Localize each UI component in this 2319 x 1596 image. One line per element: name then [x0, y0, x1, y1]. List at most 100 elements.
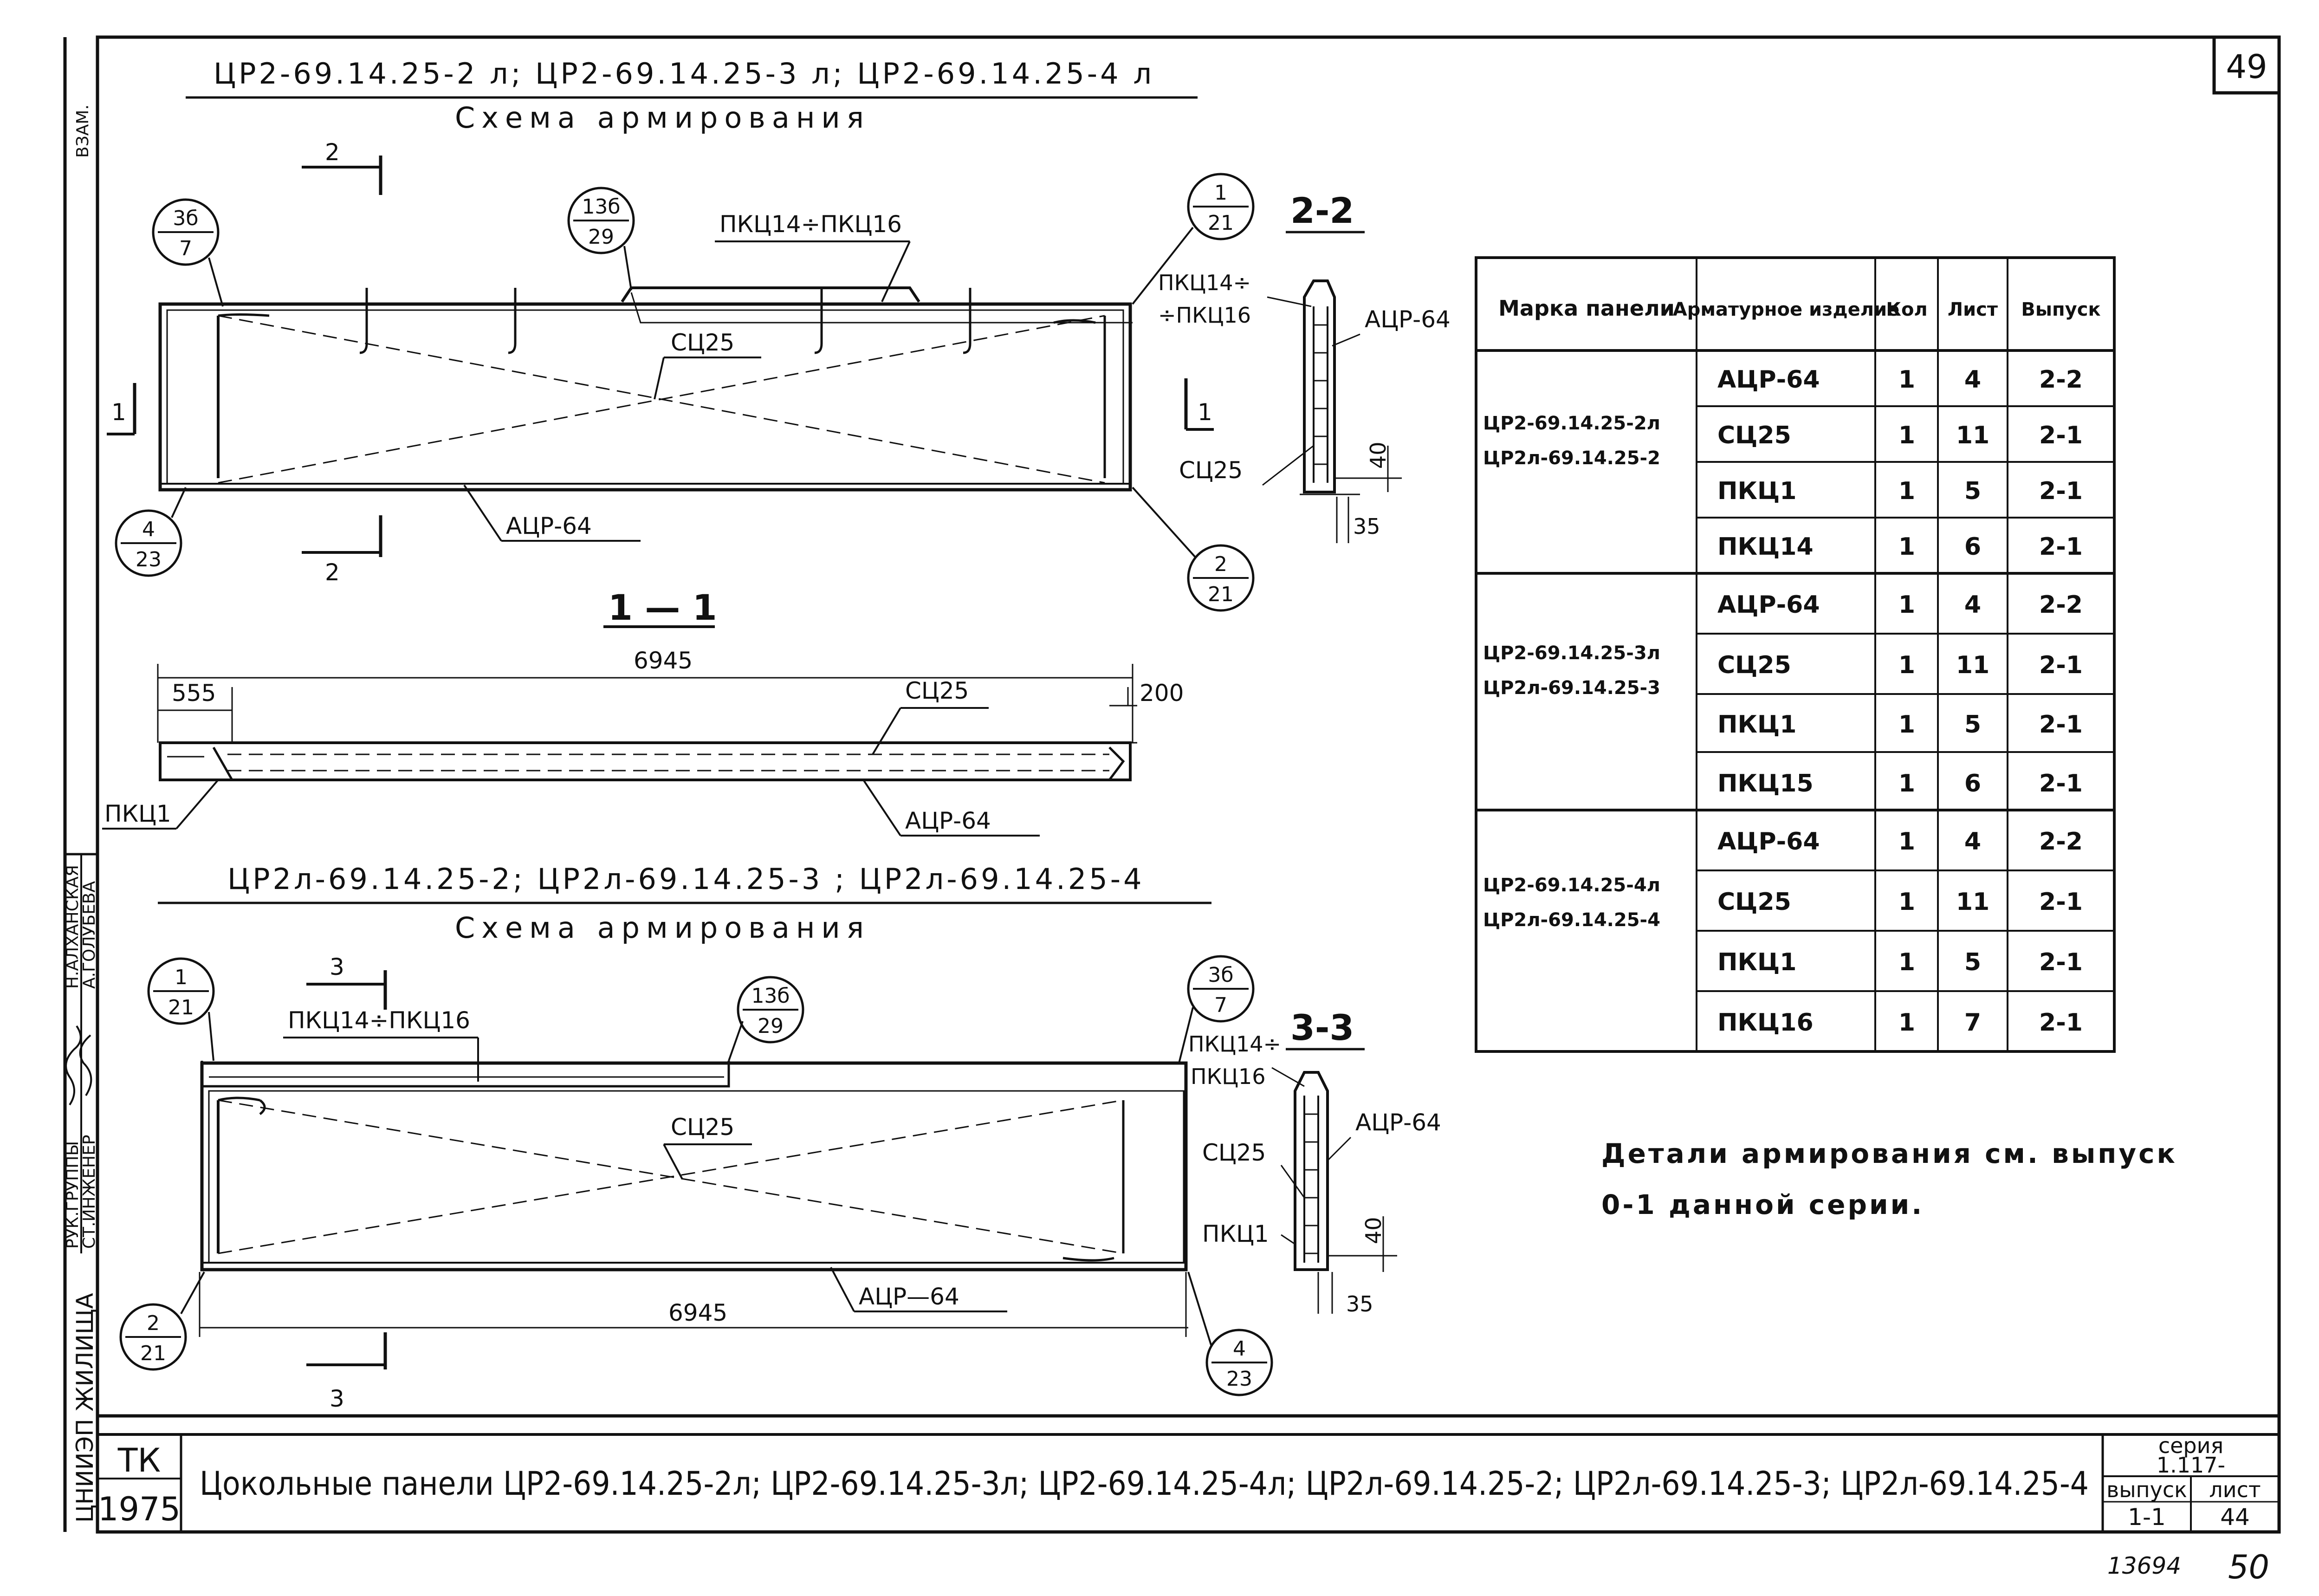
- svg-text:29: 29: [588, 225, 614, 249]
- table-cell: 2-1: [2039, 1009, 2083, 1037]
- table-cell: 2-1: [2039, 711, 2083, 739]
- table-cell: 1: [1898, 948, 1915, 976]
- top-pkc-range: ПКЦ14÷ПКЦ16: [719, 211, 902, 238]
- side-name1: Н.АЛХАНСКАЯ: [63, 865, 82, 989]
- table-cell: 1: [1898, 828, 1915, 856]
- table-cell: 2-1: [2039, 422, 2083, 449]
- table-mark: ЦР2-69.14.25-3л: [1483, 642, 1660, 664]
- svg-text:2: 2: [1214, 552, 1227, 576]
- svg-text:2: 2: [147, 1311, 160, 1335]
- bottom-section-pkc-b: ПКЦ16: [1191, 1064, 1266, 1089]
- bottom-dim-35: 35: [1346, 1291, 1373, 1317]
- page-number: 49: [2226, 48, 2267, 86]
- table-cell: 1: [1898, 533, 1915, 561]
- table-cell: АЦР-64: [1717, 591, 1820, 619]
- bottom-callout-4: 2 21: [119, 1272, 205, 1371]
- table-cell: 5: [1964, 477, 1981, 505]
- side-org: ЦНИИЭП ЖИЛИЩА: [71, 1293, 98, 1523]
- table-mark: ЦР2-69.14.25-4л: [1483, 875, 1660, 896]
- table-cell: 2-1: [2039, 888, 2083, 916]
- top-section-pkc-a: ПКЦ14÷: [1158, 270, 1251, 295]
- top-callout-1: 3б 7: [152, 198, 224, 307]
- svg-text:7: 7: [1214, 993, 1227, 1017]
- svg-text:2: 2: [325, 559, 340, 586]
- bottom-subtitle: Схема армирования: [455, 911, 870, 945]
- mid-panel-profile: [159, 741, 1132, 781]
- table-cell: АЦР-64: [1717, 828, 1820, 856]
- table-cell: 2-1: [2039, 651, 2083, 679]
- table-cell: 2-1: [2039, 770, 2083, 798]
- svg-text:13б: 13б: [582, 195, 620, 219]
- bottom-callout-2: 13б 29: [728, 976, 804, 1061]
- table-cell: ПКЦ1: [1717, 477, 1796, 505]
- cut-marker-2-top: 2: [302, 139, 382, 195]
- mid-sc25: СЦ25: [905, 677, 969, 704]
- sheet-frame: [63, 35, 2281, 1534]
- top-hooks: [218, 288, 1096, 354]
- table-cell: 4: [1964, 591, 1981, 619]
- section-3-3-profile: [1294, 1071, 1397, 1314]
- mid-dim-total: 6945: [634, 647, 693, 674]
- svg-text:3б: 3б: [1208, 963, 1233, 987]
- mid-dim-555: 555: [172, 680, 216, 707]
- bottom-section-pkc-a: ПКЦ14÷: [1188, 1032, 1281, 1057]
- side-role2: СТ.ИНЖЕНЕР: [80, 1135, 99, 1249]
- top-callout-5: 2 21: [1132, 487, 1255, 612]
- archive-code: 13694: [2107, 1552, 2181, 1579]
- table-mark: ЦР2-69.14.25-2л: [1483, 413, 1660, 434]
- table-cell: 4: [1964, 366, 1981, 394]
- bottom-callout-5: 4 23: [1187, 1272, 1273, 1396]
- table-cell: 1: [1898, 366, 1915, 394]
- table-mark: ЦР2л-69.14.25-4: [1483, 909, 1660, 931]
- table-cell: СЦ25: [1717, 651, 1791, 679]
- tb-year: 1975: [98, 1490, 181, 1528]
- svg-text:29: 29: [758, 1014, 784, 1038]
- tb-issue-value: 1-1: [2128, 1504, 2166, 1531]
- bottom-dimension: [199, 1272, 1188, 1337]
- tb-sheet-label: лист: [2209, 1477, 2261, 1502]
- cut-marker-1-right: 1: [1184, 378, 1214, 431]
- top-sc25: СЦ25: [671, 329, 734, 356]
- top-dim-40: 40: [1366, 441, 1391, 469]
- table-cell: 2-2: [2039, 591, 2083, 619]
- svg-text:23: 23: [1226, 1367, 1252, 1391]
- table-cell: АЦР-64: [1717, 366, 1820, 394]
- table-header-sheet: Лист: [1948, 299, 1998, 320]
- table-cell: 11: [1956, 651, 1989, 679]
- bottom-dim-total: 6945: [668, 1299, 727, 1326]
- table-mark: ЦР2л-69.14.25-3: [1483, 677, 1660, 699]
- bottom-dim-40: 40: [1361, 1217, 1386, 1244]
- table-header-qty: Кол: [1886, 299, 1927, 320]
- table-cell: ПКЦ16: [1717, 1009, 1814, 1037]
- svg-text:4: 4: [1233, 1337, 1246, 1361]
- table-cell: ПКЦ14: [1717, 533, 1814, 561]
- section-2-2-profile: [1300, 279, 1402, 543]
- side-margin-stamp: ЦНИИЭП ЖИЛИЩА РУК.ГРУППЫ СТ.ИНЖЕНЕР Н.АЛ…: [63, 104, 99, 1523]
- table-cell: 5: [1964, 948, 1981, 976]
- tb-issue-label: выпуск: [2106, 1477, 2187, 1502]
- side-stamp: ВЗАМ.: [73, 104, 92, 158]
- bottom-section-sc: СЦ25: [1202, 1139, 1266, 1166]
- svg-text:13б: 13б: [751, 984, 790, 1008]
- top-dim-35: 35: [1353, 514, 1380, 539]
- bottom-diagonals: [218, 1099, 1124, 1254]
- table-cell: 6: [1964, 770, 1981, 798]
- top-callout-3: 1 21: [1132, 173, 1255, 305]
- table-cell: 7: [1964, 1009, 1981, 1037]
- table-cell: 11: [1956, 422, 1989, 449]
- bottom-section-acr: АЦР-64: [1355, 1109, 1441, 1136]
- bottom-acr64: АЦР—64: [859, 1283, 959, 1310]
- bottom-callout-1: 1 21: [147, 957, 215, 1061]
- spec-table: Марка панели Арматурное изделие Кол Лист…: [1475, 256, 2116, 1053]
- table-cell: 1: [1898, 1009, 1915, 1037]
- top-panel-outline: [158, 286, 1133, 492]
- svg-text:1: 1: [111, 399, 126, 426]
- mid-dimension-lines: [157, 664, 1137, 744]
- bottom-sc25: СЦ25: [671, 1114, 734, 1141]
- table-cell: 1: [1898, 888, 1915, 916]
- svg-text:21: 21: [1208, 211, 1234, 235]
- svg-text:21: 21: [1208, 583, 1234, 606]
- cut-marker-3-top: 3: [306, 954, 387, 1010]
- tb-series-value: 1.117-: [2157, 1453, 2225, 1478]
